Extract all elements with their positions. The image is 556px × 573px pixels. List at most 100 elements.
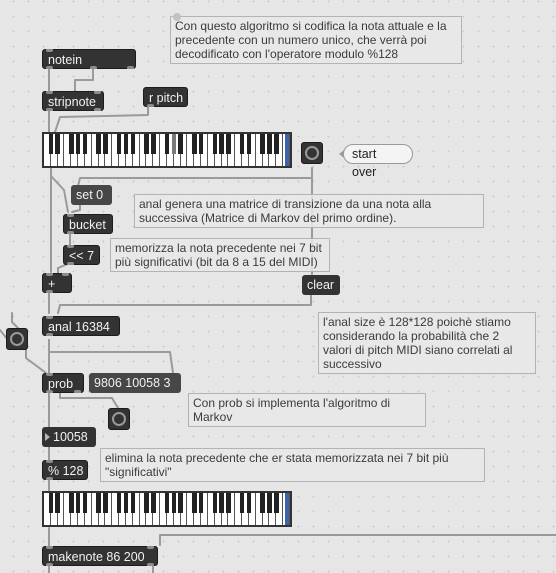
notein-object[interactable]: notein bbox=[42, 49, 136, 69]
black-key[interactable] bbox=[274, 493, 279, 513]
black-key[interactable] bbox=[260, 493, 265, 513]
inlet[interactable] bbox=[62, 273, 69, 276]
bucket-object[interactable]: bucket bbox=[63, 214, 113, 234]
keyboard-slider-input[interactable] bbox=[42, 132, 292, 168]
outlet[interactable] bbox=[46, 290, 53, 293]
black-key[interactable] bbox=[226, 493, 231, 513]
black-key[interactable] bbox=[246, 134, 252, 154]
black-key[interactable] bbox=[123, 134, 129, 154]
white-key[interactable] bbox=[249, 134, 256, 166]
black-key[interactable] bbox=[75, 493, 81, 513]
black-key[interactable] bbox=[267, 134, 272, 154]
prob-output-message[interactable]: 9806 10058 3 bbox=[89, 373, 181, 393]
white-key[interactable] bbox=[229, 493, 236, 525]
white-key[interactable] bbox=[133, 134, 140, 166]
white-key[interactable] bbox=[153, 134, 161, 166]
black-key[interactable] bbox=[96, 493, 101, 513]
black-key[interactable] bbox=[178, 134, 183, 154]
black-key[interactable] bbox=[116, 493, 122, 513]
makenote-object[interactable]: makenote 86 200 bbox=[42, 546, 158, 566]
black-key[interactable] bbox=[239, 134, 245, 154]
outlet[interactable] bbox=[46, 108, 53, 111]
white-key[interactable] bbox=[201, 493, 208, 525]
black-key[interactable] bbox=[82, 493, 88, 513]
white-key[interactable] bbox=[58, 493, 65, 525]
black-key[interactable] bbox=[198, 134, 204, 154]
outlet[interactable] bbox=[90, 66, 97, 69]
outlet[interactable] bbox=[46, 390, 53, 393]
outlet[interactable] bbox=[46, 66, 53, 69]
black-key[interactable] bbox=[144, 493, 149, 513]
black-key[interactable] bbox=[75, 134, 81, 154]
outlet[interactable] bbox=[46, 477, 53, 480]
black-key[interactable] bbox=[171, 134, 176, 154]
inlet[interactable] bbox=[46, 460, 53, 463]
inlet[interactable] bbox=[46, 273, 53, 276]
anal-object[interactable]: anal 16384 bbox=[42, 316, 120, 336]
white-key[interactable] bbox=[181, 134, 188, 166]
outlet[interactable] bbox=[46, 563, 53, 566]
set-zero-message[interactable]: set 0 bbox=[71, 185, 112, 205]
black-key[interactable] bbox=[219, 493, 224, 513]
white-key[interactable] bbox=[85, 134, 92, 166]
black-key[interactable] bbox=[103, 134, 108, 154]
white-key[interactable] bbox=[58, 134, 65, 166]
black-key[interactable] bbox=[103, 493, 108, 513]
black-key[interactable] bbox=[151, 134, 156, 154]
inlet[interactable] bbox=[46, 91, 53, 94]
white-key[interactable] bbox=[85, 493, 92, 525]
white-key[interactable] bbox=[276, 134, 284, 166]
white-key[interactable] bbox=[133, 493, 140, 525]
white-key[interactable] bbox=[276, 493, 284, 525]
inlet[interactable] bbox=[94, 91, 101, 94]
bang-button-prob[interactable] bbox=[108, 408, 130, 430]
inlet[interactable] bbox=[46, 49, 53, 52]
inlet[interactable] bbox=[67, 245, 74, 248]
outlet[interactable] bbox=[127, 66, 134, 69]
plus-object[interactable]: + bbox=[42, 273, 72, 293]
clear-message[interactable]: clear bbox=[302, 275, 340, 295]
black-key[interactable] bbox=[130, 493, 135, 513]
black-key[interactable] bbox=[192, 493, 197, 513]
outlet[interactable] bbox=[46, 333, 53, 336]
black-key[interactable] bbox=[144, 134, 149, 154]
outlet[interactable] bbox=[147, 104, 154, 107]
black-key[interactable] bbox=[48, 493, 53, 513]
bang-button-left[interactable] bbox=[6, 328, 28, 350]
inlet[interactable] bbox=[67, 214, 74, 217]
white-key[interactable] bbox=[229, 134, 236, 166]
inlet[interactable] bbox=[46, 316, 53, 319]
white-key[interactable] bbox=[249, 493, 256, 525]
inlet[interactable] bbox=[147, 546, 154, 549]
white-key[interactable] bbox=[106, 134, 113, 166]
black-key[interactable] bbox=[212, 493, 217, 513]
white-key[interactable] bbox=[201, 134, 208, 166]
black-key[interactable] bbox=[48, 134, 53, 154]
black-key[interactable] bbox=[274, 134, 279, 154]
black-key[interactable] bbox=[178, 493, 183, 513]
outlet[interactable] bbox=[67, 262, 74, 265]
black-key[interactable] bbox=[69, 134, 74, 154]
white-key[interactable] bbox=[283, 493, 290, 525]
white-key[interactable] bbox=[106, 493, 113, 525]
prob-object[interactable]: prob bbox=[42, 373, 84, 393]
outlet[interactable] bbox=[147, 563, 154, 566]
outlet[interactable] bbox=[67, 231, 74, 234]
number-box[interactable]: 10058 bbox=[42, 427, 96, 447]
black-key[interactable] bbox=[226, 134, 231, 154]
black-key[interactable] bbox=[96, 134, 101, 154]
black-key[interactable] bbox=[246, 493, 252, 513]
keyboard-slider-output[interactable] bbox=[42, 491, 292, 527]
black-key[interactable] bbox=[239, 493, 245, 513]
white-key[interactable] bbox=[283, 134, 290, 166]
black-key[interactable] bbox=[130, 134, 135, 154]
black-key[interactable] bbox=[219, 134, 224, 154]
outlet[interactable] bbox=[94, 108, 101, 111]
black-key[interactable] bbox=[212, 134, 217, 154]
inlet[interactable] bbox=[46, 546, 53, 549]
black-key[interactable] bbox=[82, 134, 88, 154]
black-key[interactable] bbox=[164, 134, 170, 154]
black-key[interactable] bbox=[260, 134, 265, 154]
black-key[interactable] bbox=[69, 493, 74, 513]
